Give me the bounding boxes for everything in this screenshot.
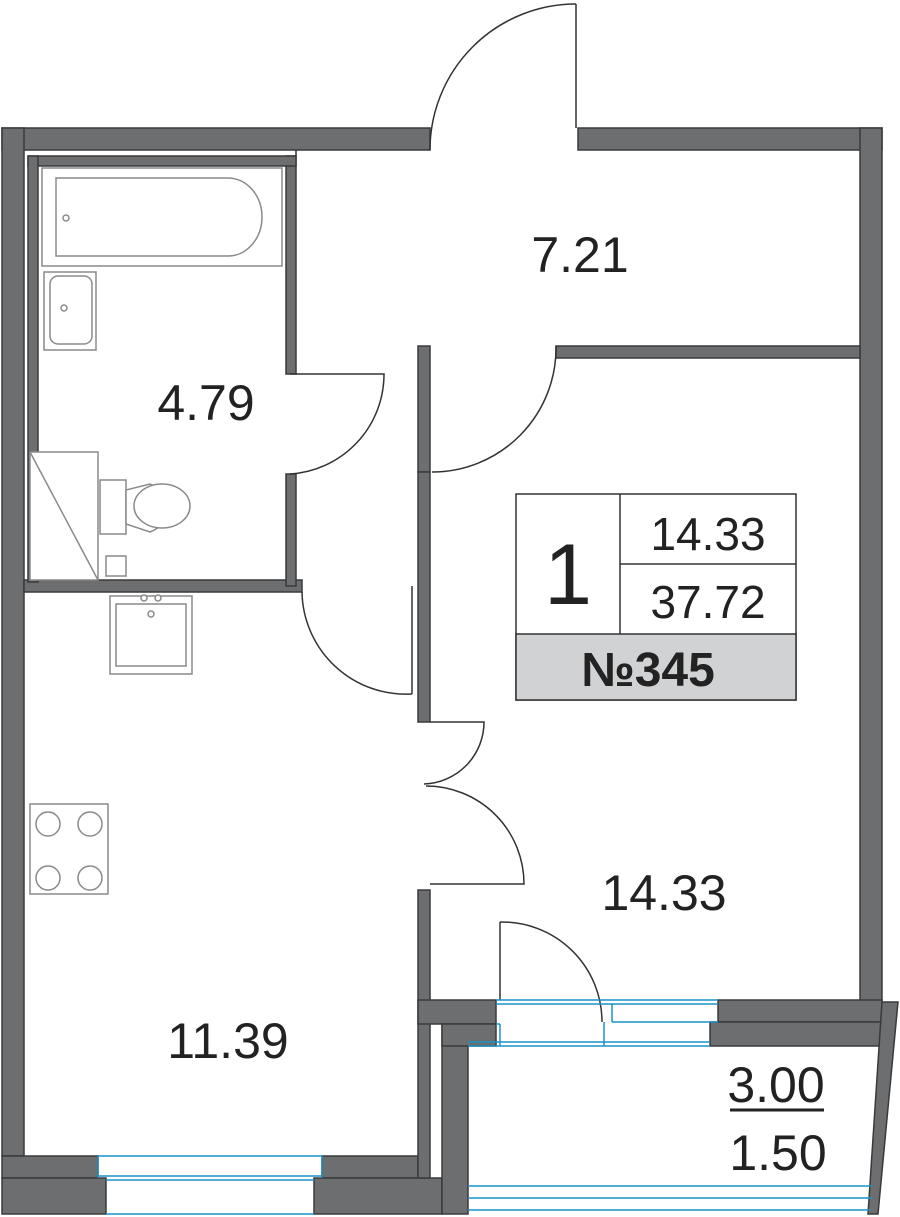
wall-balcony-top-left — [417, 999, 497, 1025]
unit-number: №345 — [581, 644, 715, 697]
shaft-icon — [29, 451, 99, 581]
room-labels: 7.21 4.79 14.33 11.39 3.00 1.50 — [157, 227, 826, 1181]
total-area: 37.72 — [650, 576, 765, 628]
wall-left — [1, 127, 25, 1157]
wall-hall-bedroom — [555, 345, 861, 359]
wall-top-left — [1, 127, 431, 151]
washbasin-icon — [43, 271, 97, 351]
wall-bathroom-top — [27, 155, 297, 167]
windows — [97, 999, 872, 1215]
wall-bathroom-left — [27, 155, 39, 583]
balcony-area-reduced: 1.50 — [729, 1125, 826, 1181]
wall-bottom-c — [321, 1155, 419, 1179]
unit-badge: 1 14.33 37.72 №345 — [515, 493, 797, 701]
wall-right — [859, 127, 883, 1003]
wall-top-right — [577, 127, 883, 151]
hall-area: 7.21 — [531, 227, 628, 283]
bedroom-door — [431, 345, 557, 473]
balcony-door — [499, 921, 603, 1023]
walls — [1, 127, 899, 1215]
wall-partition-middle — [417, 471, 431, 723]
bedroom-area: 14.33 — [601, 865, 726, 921]
wall-balcony-left — [441, 1023, 469, 1215]
balcony-area: 3.00 — [727, 1057, 824, 1113]
kitchen-area: 11.39 — [167, 1013, 288, 1069]
wall-bottom-b — [1, 1177, 107, 1215]
balcony-glazing — [468, 1185, 872, 1211]
wall-bathroom-right-lower — [285, 473, 297, 587]
wall-partition-upper — [417, 345, 431, 473]
bathroom-area: 4.79 — [157, 375, 254, 431]
bathtub-icon — [41, 167, 283, 267]
double-door — [423, 721, 525, 885]
kitchen-sink-icon — [109, 594, 193, 675]
living-area: 14.33 — [650, 508, 765, 560]
wall-balcony-right — [867, 1001, 899, 1215]
drain-icon — [105, 555, 127, 577]
wall-bottom-d — [313, 1177, 443, 1215]
rooms-count: 1 — [544, 527, 592, 623]
doors — [289, 3, 603, 1023]
kitchen-window — [97, 1155, 323, 1215]
bathroom-door — [289, 373, 385, 475]
badge-number-band — [515, 633, 797, 701]
wall-balcony-top-right — [717, 999, 883, 1023]
balcony-door-window — [468, 999, 718, 1047]
fixtures — [29, 167, 283, 895]
cooktop-icon — [29, 803, 109, 895]
wall-bathroom-bottom — [23, 579, 303, 593]
entrance-door — [429, 3, 577, 151]
wall-partition-lower — [417, 889, 431, 1179]
wall-balcony-top-right-b — [709, 1021, 891, 1047]
thin-lines — [295, 150, 413, 694]
wall-bathroom-right-upper — [285, 155, 297, 375]
kitchen-door — [301, 591, 413, 695]
wall-bottom-a — [1, 1155, 99, 1179]
toilet-icon — [99, 479, 191, 535]
